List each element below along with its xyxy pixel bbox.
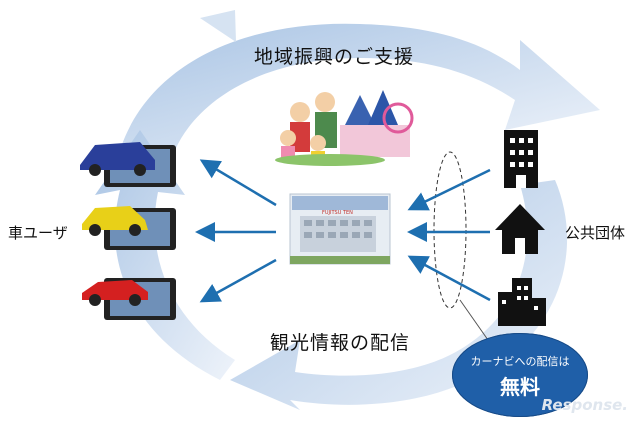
label-car-users: 車ユーザ: [8, 224, 68, 242]
free-badge: カーナビへの配信は 無料: [452, 333, 588, 417]
watermark-logo: Response.: [541, 396, 628, 414]
flow-arrows: [195, 159, 491, 303]
family-illustration-icon: [275, 90, 414, 166]
car-blue-icon: [80, 142, 155, 170]
badge-free-text: 無料: [500, 375, 540, 399]
car-navi-2: [82, 206, 176, 250]
city-buildings-icon: [498, 278, 546, 326]
car-yellow-icon: [82, 206, 148, 230]
house-icon: [495, 204, 545, 254]
title-regional-support: 地域振興のご支援: [254, 46, 415, 68]
car-navi-1: [80, 142, 176, 187]
badge-caption: カーナビへの配信は: [470, 355, 570, 368]
building-photo: FUJITSU TEN: [289, 193, 391, 265]
car-navi-3: [82, 278, 176, 320]
car-red-icon: [82, 280, 148, 300]
label-public-bodies: 公共団体: [565, 224, 626, 242]
dashed-ellipse: [433, 151, 467, 309]
callout-line: [459, 299, 489, 341]
office-tower-icon: [504, 130, 538, 188]
title-tourism-info: 観光情報の配信: [270, 332, 411, 354]
building-sign: FUJITSU TEN: [322, 210, 353, 216]
